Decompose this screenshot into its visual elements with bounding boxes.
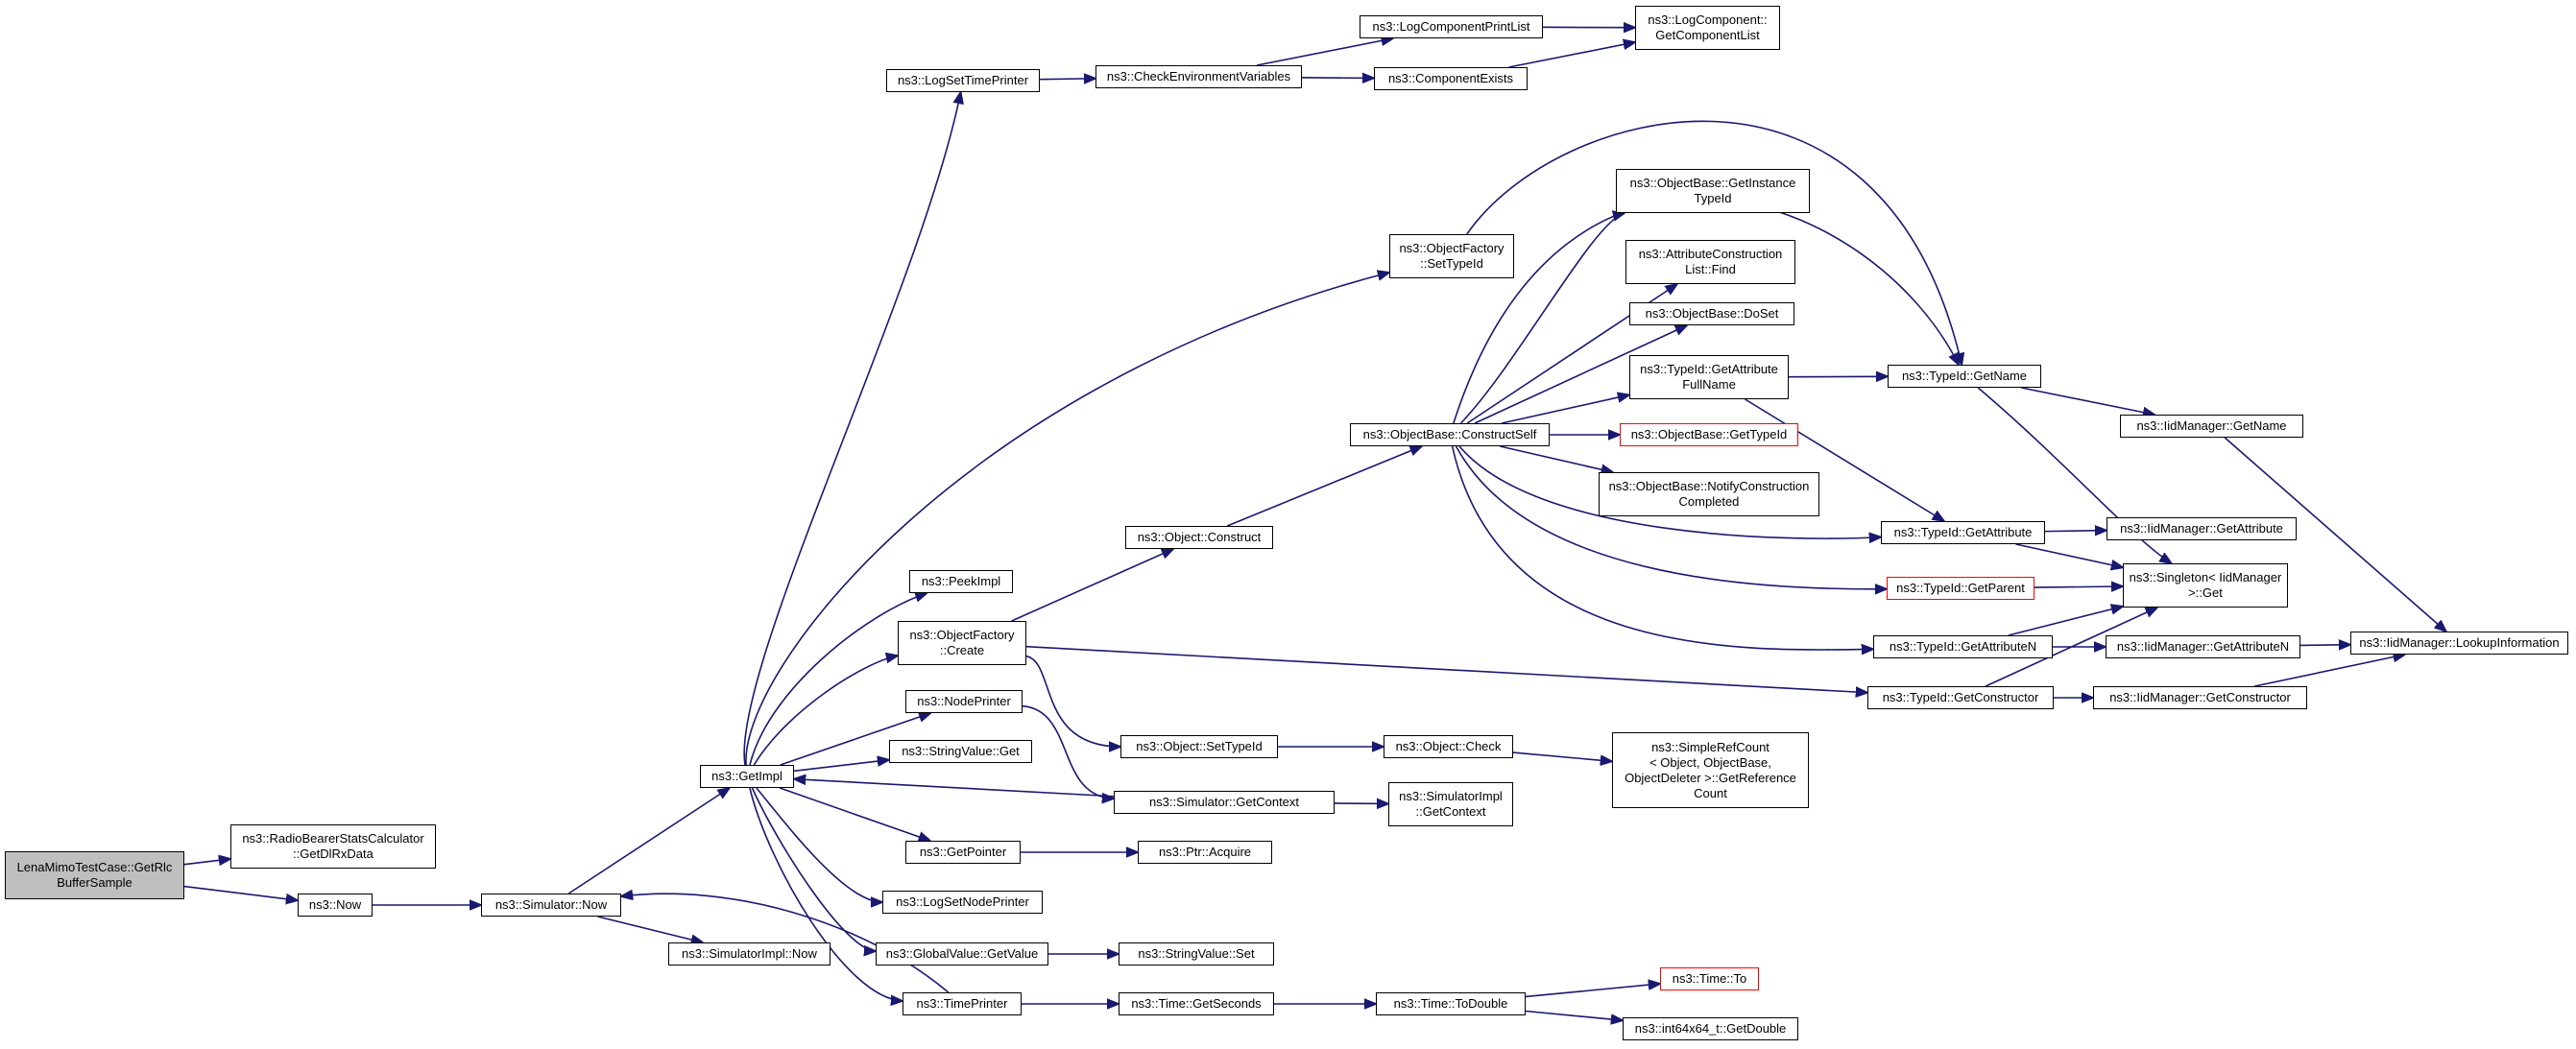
node-root: LenaMimoTestCase::GetRlc BufferSample xyxy=(5,851,184,899)
node-iidlookup[interactable]: ns3::IidManager::LookupInformation xyxy=(2350,632,2568,655)
edge-getimpl-to-globalvaluegetvalue xyxy=(751,787,876,951)
edge-getimpl-to-peekimpl xyxy=(749,593,927,766)
edge-root-to-getdlrxdata xyxy=(183,859,230,865)
node-tidgetattrfullname[interactable]: ns3::TypeId::GetAttribute FullName xyxy=(1629,355,1789,399)
node-ptracquire[interactable]: ns3::Ptr::Acquire xyxy=(1138,841,1272,864)
edge-obconstructself-to-tidgetparent xyxy=(1455,445,1887,589)
node-timegetseconds[interactable]: ns3::Time::GetSeconds xyxy=(1119,992,1274,1015)
node-peekimpl[interactable]: ns3::PeekImpl xyxy=(909,570,1013,593)
edge-getimpl-to-objfactorycreate xyxy=(753,656,898,766)
edge-timeprinter-to-simnow xyxy=(621,894,950,993)
node-logsetnodeprinter[interactable]: ns3::LogSetNodePrinter xyxy=(882,891,1043,914)
edge-obconstructself-to-obnotify xyxy=(1500,445,1613,472)
node-iidgetattributen[interactable]: ns3::IidManager::GetAttributeN xyxy=(2106,635,2300,658)
edge-tidgetconstructor-to-singletonget xyxy=(1985,608,2157,687)
edge-tidgetattribute-to-iidgetattribute xyxy=(2044,531,2107,532)
edge-objfactorycreate-to-tidgetconstructor xyxy=(1025,645,1867,693)
node-getimpl[interactable]: ns3::GetImpl xyxy=(700,765,794,788)
edge-tidgetname-to-singletonget xyxy=(1977,387,2171,563)
edge-getimpl-to-logsetnodeprinter xyxy=(756,787,882,902)
node-iidgetname[interactable]: ns3::IidManager::GetName xyxy=(2120,415,2303,438)
edge-obconstructself-to-tidgetattrfullname xyxy=(1501,394,1629,424)
edge-simnow-to-getimpl xyxy=(567,788,729,894)
edge-tidgetattributen-to-singletonget xyxy=(2008,607,2123,636)
node-simgetcontext[interactable]: ns3::Simulator::GetContext xyxy=(1114,791,1335,814)
edge-objfactorycreate-to-objconstruct xyxy=(1011,549,1173,622)
node-logcompprintlist[interactable]: ns3::LogComponentPrintList xyxy=(1360,15,1543,38)
node-simimplgetcontext[interactable]: ns3::SimulatorImpl ::GetContext xyxy=(1388,782,1513,826)
node-objcheck[interactable]: ns3::Object::Check xyxy=(1384,735,1513,758)
node-obconstructself[interactable]: ns3::ObjectBase::ConstructSelf xyxy=(1350,423,1550,446)
node-tidgetname[interactable]: ns3::TypeId::GetName xyxy=(1888,365,2041,388)
node-globalvaluegetvalue[interactable]: ns3::GlobalValue::GetValue xyxy=(876,942,1048,966)
edge-getimpl-to-timeprinter xyxy=(749,787,903,1001)
node-obdoset[interactable]: ns3::ObjectBase::DoSet xyxy=(1629,302,1794,325)
node-timeprinter[interactable]: ns3::TimePrinter xyxy=(903,992,1022,1015)
edge-tidgetattribute-to-singletonget xyxy=(2015,543,2123,567)
node-getdlrxdata[interactable]: ns3::RadioBearerStatsCalculator ::GetDlR… xyxy=(230,824,436,869)
edge-iidgetattributen-to-iidlookup xyxy=(2299,645,2350,646)
node-simplerefcount[interactable]: ns3::SimpleRefCount < Object, ObjectBase… xyxy=(1612,732,1809,808)
edge-layer xyxy=(183,27,2446,1020)
node-stringvalueset[interactable]: ns3::StringValue::Set xyxy=(1119,942,1274,966)
edge-objconstruct-to-obconstructself xyxy=(1226,446,1421,527)
node-timeto[interactable]: ns3::Time::To xyxy=(1660,967,1759,990)
node-logcompgetlist[interactable]: ns3::LogComponent:: GetComponentList xyxy=(1635,6,1780,50)
edge-timetodouble-to-int64getdouble xyxy=(1525,1010,1623,1020)
node-objconstruct[interactable]: ns3::Object::Construct xyxy=(1125,526,1273,549)
edge-getimpl-to-objfactorysettypeid xyxy=(745,273,1389,766)
node-tidgetattribute[interactable]: ns3::TypeId::GetAttribute xyxy=(1881,521,2045,544)
edge-iidgetconstructor-to-iidlookup xyxy=(2254,655,2404,687)
edge-obconstructself-to-tidgetattributen xyxy=(1451,445,1873,650)
edge-tidgetname-to-iidgetname xyxy=(2021,387,2155,415)
edge-objfactorysettypeid-to-tidgetname xyxy=(1466,120,1962,365)
edge-objcheck-to-simplerefcount xyxy=(1512,751,1612,761)
node-objsettypeid[interactable]: ns3::Object::SetTypeId xyxy=(1120,735,1278,758)
node-tidgetattributen[interactable]: ns3::TypeId::GetAttributeN xyxy=(1873,635,2053,658)
edge-simnow-to-simimplnow xyxy=(597,916,703,942)
edge-obconstructself-to-obdoset xyxy=(1474,325,1687,424)
node-simimplnow[interactable]: ns3::SimulatorImpl::Now xyxy=(668,942,831,966)
node-stringvalueget[interactable]: ns3::StringValue::Get xyxy=(889,740,1032,763)
edge-objfactorycreate-to-objsettypeid xyxy=(1025,655,1120,747)
node-now[interactable]: ns3::Now xyxy=(298,894,373,917)
node-iidgetattribute[interactable]: ns3::IidManager::GetAttribute xyxy=(2107,517,2297,540)
node-objfactorycreate[interactable]: ns3::ObjectFactory ::Create xyxy=(898,621,1026,665)
edge-getimpl-to-stringvalueget xyxy=(793,760,889,773)
edge-getimpl-to-logsettimeprinter xyxy=(743,92,961,766)
node-logsettimeprinter[interactable]: ns3::LogSetTimePrinter xyxy=(886,69,1040,92)
edge-obconstructself-to-tidgetattribute xyxy=(1458,445,1881,538)
node-getpointer[interactable]: ns3::GetPointer xyxy=(905,841,1021,864)
node-objfactorysettypeid[interactable]: ns3::ObjectFactory ::SetTypeId xyxy=(1389,234,1514,278)
node-nodeprinter[interactable]: ns3::NodePrinter xyxy=(905,690,1023,713)
edge-checkenv-to-logcompprintlist xyxy=(1257,38,1393,66)
node-checkenv[interactable]: ns3::CheckEnvironmentVariables xyxy=(1095,65,1302,88)
edge-logsettimeprinter-to-checkenv xyxy=(1039,79,1095,80)
node-int64getdouble[interactable]: ns3::int64x64_t::GetDouble xyxy=(1623,1017,1798,1040)
node-singletonget[interactable]: ns3::Singleton< IidManager >::Get xyxy=(2123,563,2288,608)
node-tidgetconstructor[interactable]: ns3::TypeId::GetConstructor xyxy=(1867,686,2054,709)
edge-getimpl-to-getpointer xyxy=(779,787,930,841)
edge-nodeprinter-to-simgetcontext xyxy=(1022,704,1114,799)
node-attrconslistfind[interactable]: ns3::AttributeConstruction List::Find xyxy=(1625,240,1795,284)
node-obnotify[interactable]: ns3::ObjectBase::NotifyConstruction Comp… xyxy=(1599,472,1819,516)
node-obgettypeid[interactable]: ns3::ObjectBase::GetTypeId xyxy=(1620,423,1798,446)
edge-obconstructself-to-obgetinstancetypeid xyxy=(1459,213,1625,424)
node-obgetinstancetypeid[interactable]: ns3::ObjectBase::GetInstance TypeId xyxy=(1616,169,1810,213)
node-simnow[interactable]: ns3::Simulator::Now xyxy=(481,894,621,917)
edge-iidgetname-to-iidlookup xyxy=(2224,437,2446,632)
edge-getimpl-to-nodeprinter xyxy=(780,713,930,766)
edge-tidgetparent-to-singletonget xyxy=(2034,586,2123,587)
node-timetodouble[interactable]: ns3::Time::ToDouble xyxy=(1376,992,1526,1015)
node-iidgetconstructor[interactable]: ns3::IidManager::GetConstructor xyxy=(2093,686,2307,709)
edge-timetodouble-to-timeto xyxy=(1525,984,1660,998)
node-tidgetparent[interactable]: ns3::TypeId::GetParent xyxy=(1887,577,2034,600)
edge-checkenv-to-compexists xyxy=(1301,78,1374,79)
edge-simgetcontext-to-getimpl xyxy=(794,779,1115,798)
edge-tidgetattrfullname-to-tidgetattribute xyxy=(1745,398,1944,521)
edge-compexists-to-logcompgetlist xyxy=(1508,42,1635,68)
edge-root-to-now xyxy=(183,885,298,901)
node-compexists[interactable]: ns3::ComponentExists xyxy=(1374,67,1528,90)
